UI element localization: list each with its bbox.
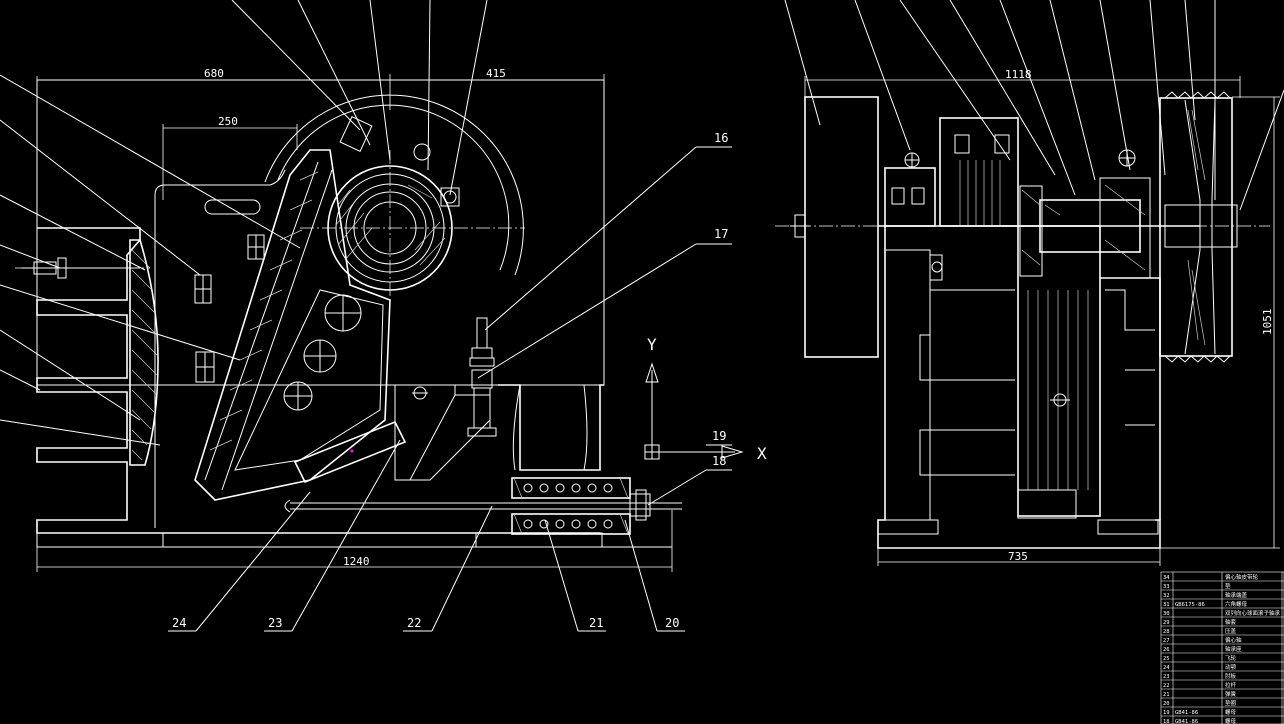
callout-19: 19 (712, 429, 726, 443)
slot-markers (194, 199, 265, 383)
table-cell-no: 26 (1163, 647, 1170, 653)
dim-1118: 1118 (1005, 68, 1032, 81)
tension-assembly (284, 317, 682, 535)
table-cell-name: 压盖 (1225, 627, 1237, 635)
table-cell-no: 22 (1163, 683, 1170, 689)
table-cell-name: 偏心轴皮带轮 (1225, 573, 1259, 581)
table-cell-no: 21 (1163, 692, 1170, 698)
table-cell-name: 六角螺母 (1225, 600, 1248, 608)
callout-16: 16 (714, 131, 728, 145)
dim-250: 250 (218, 115, 238, 128)
table-cell-no: 33 (1163, 584, 1170, 590)
dim-735: 735 (1008, 550, 1028, 563)
flywheel-outline (264, 94, 524, 276)
table-cell-no: 29 (1163, 620, 1170, 626)
table-cell-name: 飞轮 (1225, 654, 1237, 662)
table-cell-name: 轴承端盖 (1225, 591, 1248, 599)
parts-list-table: 34 偏心轴皮带轮 33 垫 32 轴承端盖 31 GB6175-86 六角螺母 30 双列向心球面… (1160, 571, 1284, 724)
table-cell-no: 20 (1163, 701, 1170, 707)
table-cell-name: 垫 (1225, 582, 1231, 590)
swing-jaw (194, 149, 391, 501)
callout-17: 17 (714, 227, 728, 241)
table-cell-name: 肘板 (1225, 672, 1237, 680)
table-cell-no: 23 (1163, 674, 1170, 680)
table-cell-name: 动颚 (1225, 664, 1237, 671)
eccentric-bearing (300, 115, 525, 305)
table-cell-code: GB6175-86 (1175, 602, 1205, 608)
table-cell-name: 轴承座 (1225, 645, 1242, 653)
axis-x-label: X (757, 444, 767, 463)
dim-1051: 1051 (1261, 309, 1274, 336)
table-cell-name: 弹簧 (1225, 690, 1237, 698)
dim-680: 680 (204, 67, 224, 80)
side-top-leader-lines (784, 0, 1284, 211)
table-cell-no: 19 (1163, 710, 1170, 716)
callout-18: 18 (712, 454, 726, 468)
table-cell-name: 轴套 (1225, 618, 1237, 626)
table-cell-no: 18 (1163, 719, 1170, 724)
table-cell-no: 34 (1163, 575, 1170, 581)
table-cell-name: 拉杆 (1225, 681, 1237, 689)
table-cell-no: 25 (1163, 656, 1170, 662)
table-cell-no: 27 (1163, 638, 1170, 644)
table-cell-no: 31 (1163, 602, 1170, 608)
front-section-view: 680 415 250 (0, 0, 767, 632)
table-cell-code: GB41-86 (1175, 710, 1198, 716)
dimension-bottom: 1240 (36, 510, 673, 572)
ucs-axis-icon: Y X (644, 335, 767, 463)
toggle-marker (350, 449, 354, 453)
callout-22: 22 (407, 616, 421, 630)
table-cell-name: 螺母 (1225, 708, 1237, 716)
table-cell-code: GB41-86 (1175, 719, 1198, 724)
table-cell-name: 垫圈 (1225, 699, 1237, 707)
callout-23: 23 (268, 616, 282, 630)
table-cell-no: 30 (1163, 611, 1170, 617)
table-cell-no: 28 (1163, 629, 1170, 635)
callout-21: 21 (589, 616, 603, 630)
table-cell-name: 双列向心球面滚子轴承 (1225, 609, 1281, 617)
callouts: 16 17 19 18 20 21 22 23 24 (168, 131, 732, 632)
table-cell-name: 偏心轴 (1225, 636, 1242, 644)
side-view: 1118 (775, 0, 1284, 566)
table-cell-no: 32 (1163, 593, 1170, 599)
dim-1240: 1240 (343, 555, 370, 568)
top-leader-lines (0, 0, 488, 446)
callout-20: 20 (665, 616, 679, 630)
table-cell-name: 螺母 (1225, 717, 1237, 724)
axis-y-label: Y (647, 335, 657, 354)
dim-415: 415 (486, 67, 506, 80)
frame-body (15, 169, 672, 548)
callout-24: 24 (172, 616, 186, 630)
table-cell-no: 24 (1163, 665, 1170, 671)
